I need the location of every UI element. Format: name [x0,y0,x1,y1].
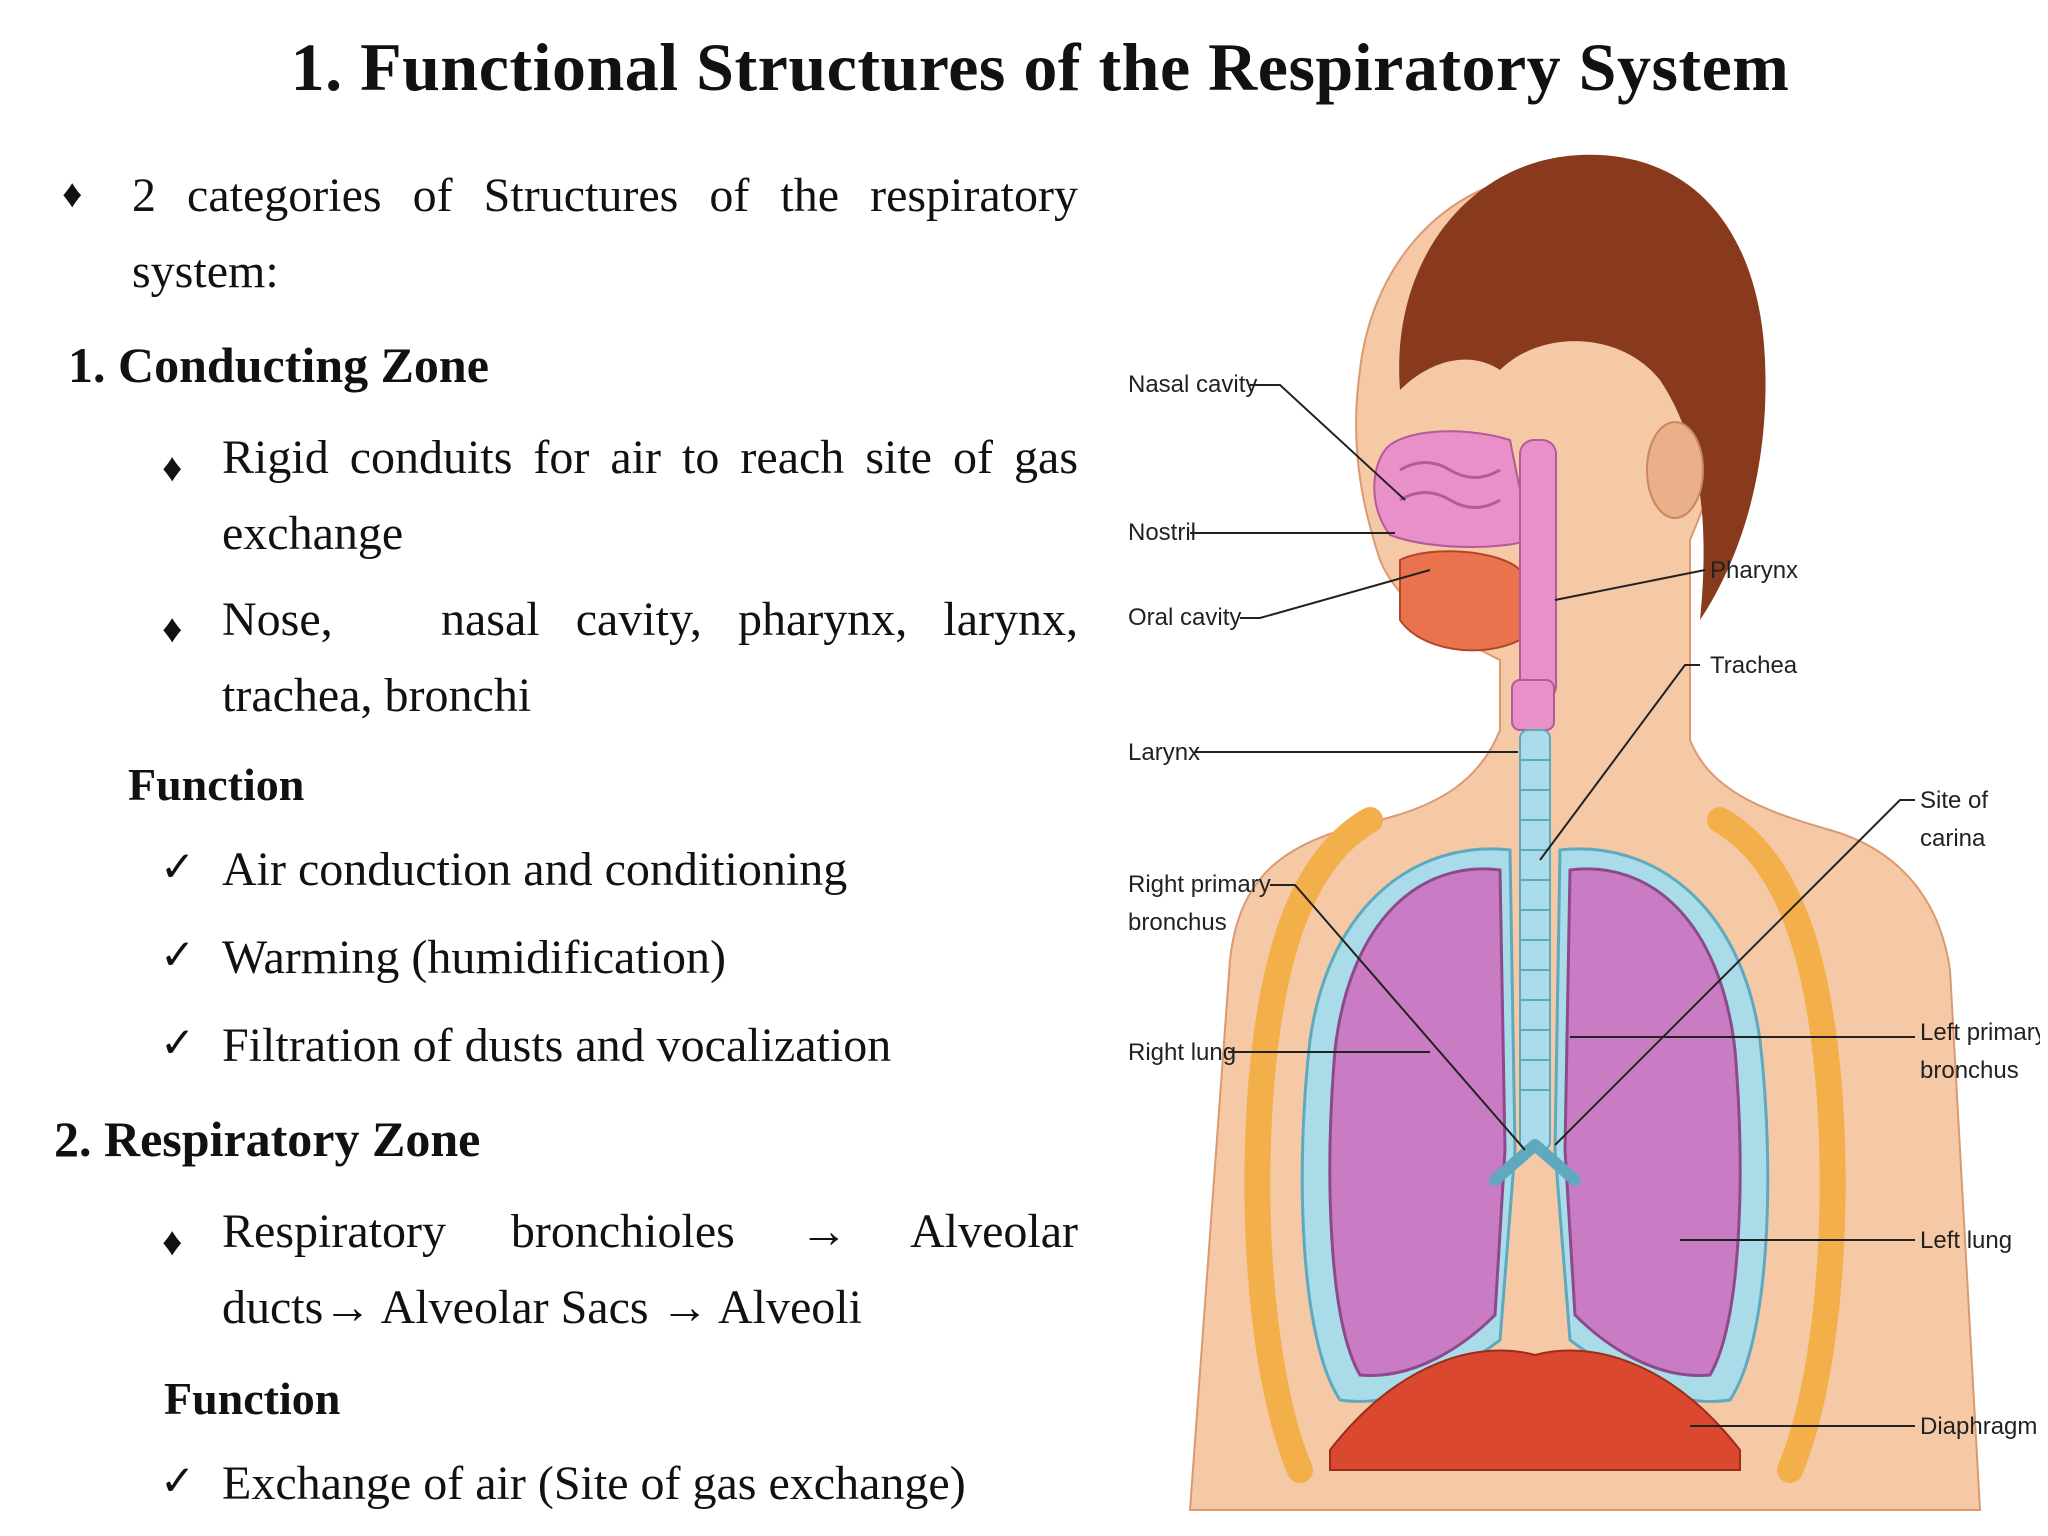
label-pharynx: Pharynx [1710,557,1798,584]
respiratory-zone-heading: 2. Respiratory Zone [54,1111,481,1167]
checkmark-icon: ✓ [160,1459,196,1505]
label-oral-cavity: Oral cavity [1128,604,1241,631]
label-diaphragm: Diaphragm [1920,1413,2037,1440]
conducting-bullet-2: Nose, nasal cavity, pharynx, larynx, tra… [222,593,1090,722]
ribs [1244,807,1383,1483]
label-right-primary-bronchus-2: bronchus [1128,909,1227,936]
label-larynx: Larynx [1128,739,1200,766]
bullet-diamond-icon: ♦ [162,1219,183,1264]
nasal-cavity [1373,430,1532,548]
diaphragm [1329,1349,1741,1471]
label-left-primary-bronchus-2: bronchus [1920,1057,2019,1084]
checkmark-icon: ✓ [160,1021,196,1067]
label-left-primary-bronchus: Left primary [1920,1019,2040,1046]
bullet-diamond-icon: ♦ [162,606,183,651]
conducting-function-2: Warming (humidification) [222,931,726,984]
conducting-function-heading: Function [128,759,305,810]
label-site-of-carina-2: carina [1920,825,1986,852]
label-right-primary-bronchus: Right primary [1128,871,1271,898]
bullet-diamond-icon: ♦ [162,445,183,490]
label-nasal-cavity: Nasal cavity [1128,371,1257,398]
right-lung [1328,867,1507,1377]
conducting-bullet-1: Rigid conduits for air to reach site of … [222,431,1078,560]
respiratory-function-heading: Function [164,1373,341,1424]
label-trachea: Trachea [1710,652,1798,679]
page-title: 1. Functional Structures of the Respirat… [290,29,1790,105]
intro-text: 2 categories of Structures of the respir… [132,169,1078,298]
hair [1399,154,1766,620]
label-nostril: Nostril [1128,519,1196,546]
checkmark-icon: ✓ [160,845,196,891]
respiratory-bullet-1: Respiratory bronchioles → Alveolar ducts… [222,1205,1078,1334]
conducting-function-1: Air conduction and conditioning [222,843,848,896]
label-site-of-carina: Site of [1920,787,1988,814]
respiratory-function-1: Exchange of air (Site of gas exchange) [222,1457,966,1510]
oral-cavity [1399,550,1521,652]
label-right-lung: Right lung [1128,1039,1236,1066]
checkmark-icon: ✓ [160,933,196,979]
left-lung [1563,867,1742,1377]
respiratory-system-illustration: Nasal cavity Nostril Oral cavity Larynx … [1128,154,2040,1511]
conducting-function-3: Filtration of dusts and vocalization [222,1019,892,1072]
conducting-zone-heading: 1. Conducting Zone [68,337,489,393]
bullet-diamond-icon: ♦ [62,171,83,216]
label-left-lung: Left lung [1920,1227,2012,1254]
